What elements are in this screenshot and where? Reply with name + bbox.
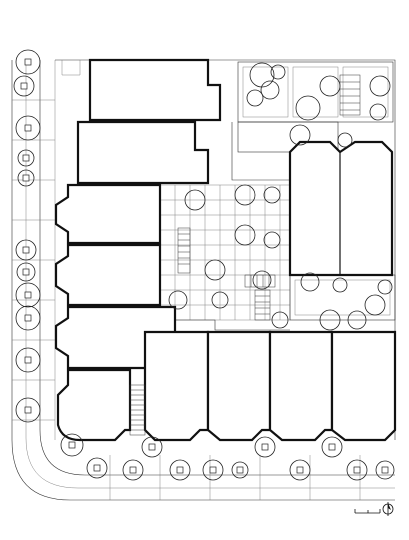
tree <box>13 75 35 97</box>
scale-bar-icon <box>354 509 381 514</box>
building-north-2 <box>76 120 210 185</box>
street-trees-west <box>13 49 41 423</box>
tree <box>15 115 41 141</box>
tree <box>122 459 144 481</box>
tree <box>141 436 163 458</box>
tree <box>375 460 395 480</box>
tree <box>15 347 41 373</box>
tree <box>202 459 224 481</box>
tree <box>60 433 84 457</box>
tree <box>15 397 41 423</box>
tree <box>321 436 343 458</box>
stair-south <box>129 384 146 436</box>
tree <box>15 49 41 75</box>
tree <box>15 282 41 308</box>
tree <box>15 239 37 261</box>
courtyard-trees <box>168 62 393 331</box>
stair-courtyard <box>177 74 361 321</box>
sidewalk-lines <box>11 59 396 501</box>
tree <box>169 459 191 481</box>
north-arrow-icon <box>382 502 394 516</box>
tree <box>346 459 368 481</box>
tree <box>17 169 35 187</box>
tree <box>17 149 35 167</box>
tree <box>254 436 276 458</box>
courtyard-paving <box>159 61 396 331</box>
tree <box>289 459 311 481</box>
building-south-row <box>206 330 397 442</box>
tree <box>15 305 41 331</box>
street-trees-south <box>60 433 395 481</box>
building-north-1 <box>88 58 222 122</box>
building-east-block <box>288 140 394 277</box>
tree <box>231 461 249 479</box>
tree <box>86 457 108 479</box>
building-southwest-corner <box>56 330 210 442</box>
tree <box>16 262 36 282</box>
